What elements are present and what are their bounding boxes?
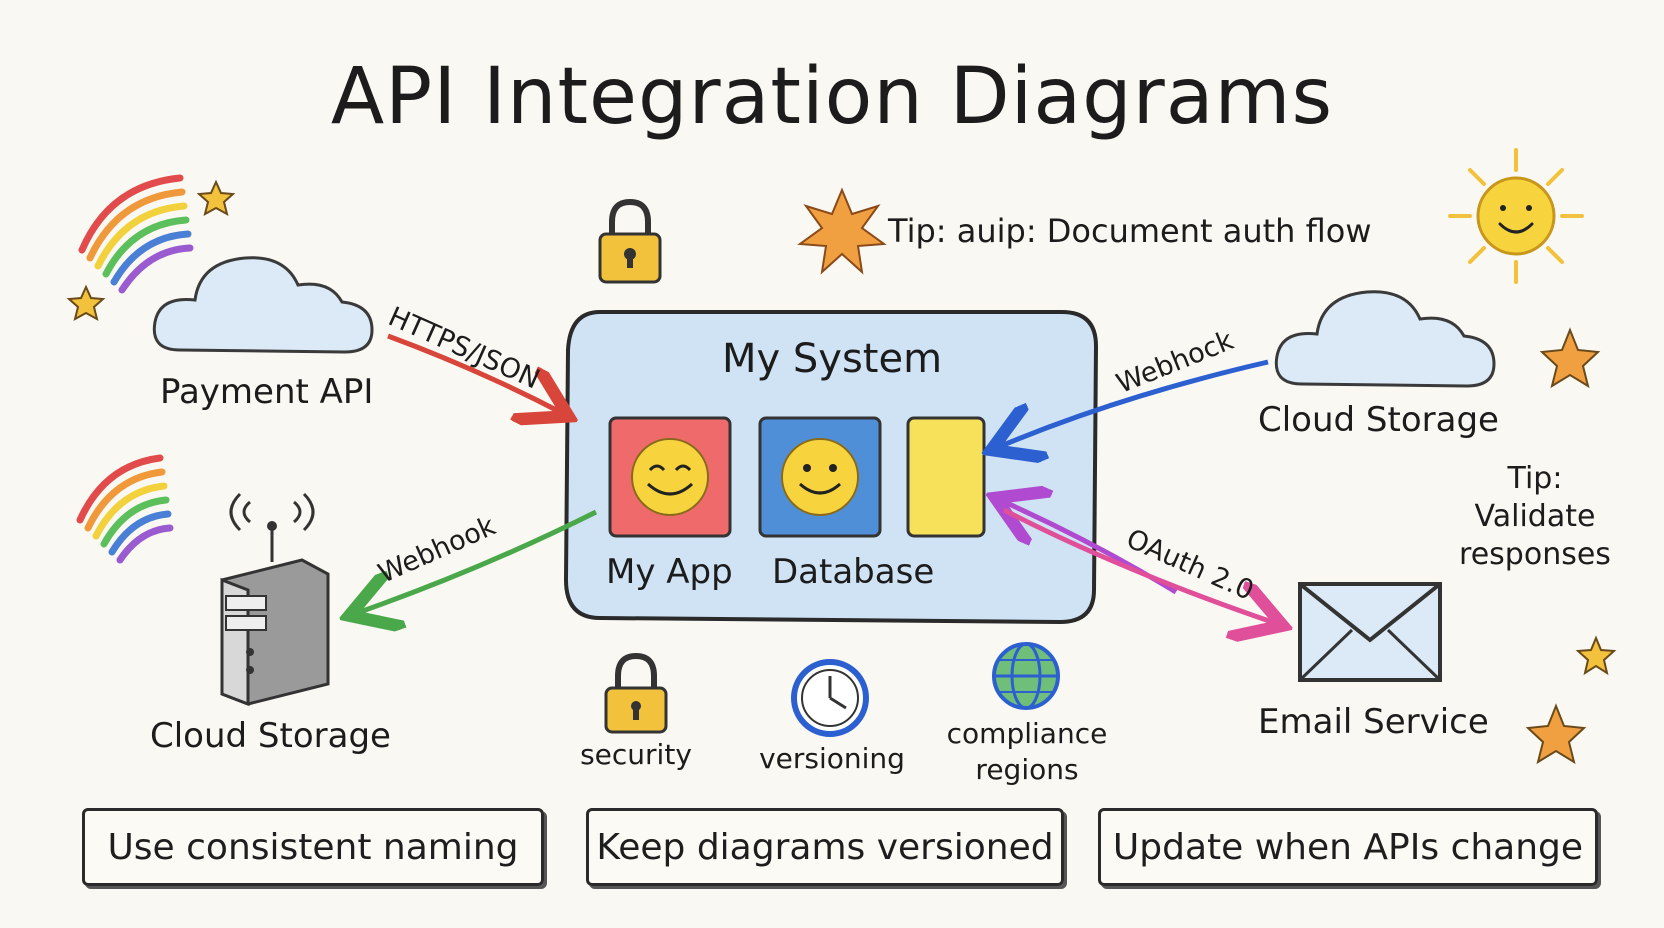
- email-service-label: Email Service: [1258, 702, 1489, 742]
- tip-validate: Tip: Validate responses: [1450, 460, 1620, 574]
- tip-line: Tip:: [1507, 461, 1563, 496]
- star-icon: [1575, 635, 1617, 676]
- blank-app-tile: [906, 416, 986, 538]
- arrow-https-json: [387, 333, 564, 414]
- star-icon: [1525, 703, 1587, 765]
- my-app-label: My App: [606, 552, 733, 592]
- tip-line: Validate: [1474, 499, 1596, 534]
- database-label: Database: [772, 552, 935, 592]
- rainbow-icon: [78, 174, 194, 294]
- compliance-line: compliance: [946, 717, 1108, 750]
- arrow-oauth-out: [1002, 507, 1278, 624]
- sun-icon: [1448, 148, 1584, 284]
- cloud-storage-left-label: Cloud Storage: [150, 716, 391, 756]
- payment-api-label: Payment API: [160, 372, 374, 412]
- versioning-label: versioning: [759, 742, 905, 775]
- my-app-icon: [608, 416, 732, 538]
- star-icon: [196, 179, 236, 216]
- system-title: My System: [722, 336, 943, 382]
- compliance-label: compliance regions: [942, 716, 1112, 788]
- tip-auth-flow: Tip: auip: Document auth flow: [888, 212, 1372, 250]
- rainbow-icon: [76, 454, 174, 564]
- footer-tip-versioned: Keep diagrams versioned: [586, 808, 1064, 886]
- compliance-line: regions: [975, 753, 1079, 786]
- star-icon: [66, 284, 106, 321]
- envelope-icon: [1298, 582, 1442, 682]
- clock-icon: [791, 659, 869, 737]
- security-label: security: [580, 738, 692, 771]
- lock-icon: [598, 198, 662, 284]
- burst-star-icon: [797, 187, 887, 275]
- footer-tip-naming: Use consistent naming: [82, 808, 544, 886]
- globe-icon: [992, 642, 1060, 710]
- arrow-webhook-left: [354, 509, 598, 614]
- star-icon: [1539, 327, 1601, 389]
- database-icon: [758, 416, 882, 538]
- tip-line: responses: [1459, 537, 1611, 572]
- server-icon: [220, 492, 330, 707]
- cloud-storage-right-label: Cloud Storage: [1258, 400, 1499, 440]
- cloud-icon: [1274, 290, 1496, 388]
- lock-icon: [604, 652, 668, 734]
- page-title: API Integration Diagrams: [330, 52, 1334, 142]
- cloud-icon: [152, 256, 374, 354]
- footer-tip-update: Update when APIs change: [1098, 808, 1598, 886]
- arrow-webhook-right: [996, 359, 1269, 448]
